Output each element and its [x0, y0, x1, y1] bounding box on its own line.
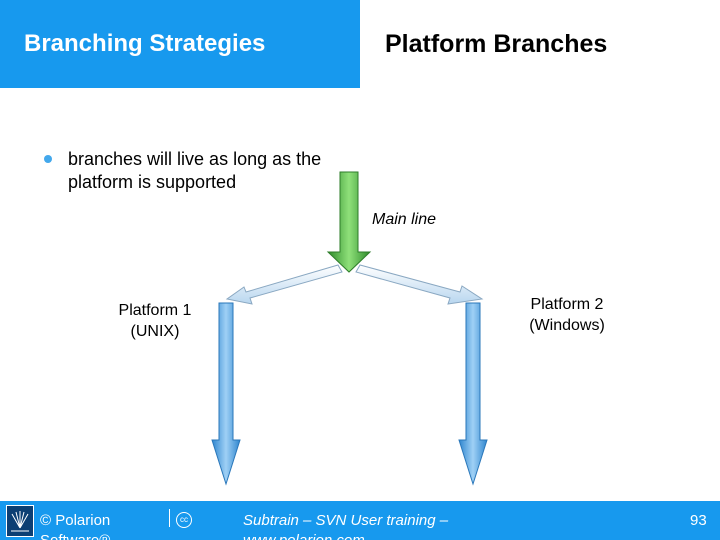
branch-arrow-platform2: [355, 264, 484, 305]
platform2-arrow: [458, 302, 488, 486]
bullet-text: branches will live as long as the platfo…: [68, 149, 322, 192]
slide-title: Platform Branches: [385, 30, 608, 58]
page-number: 93: [690, 512, 707, 529]
footer-bar: © Polarion Software® cc Subtrain – SVN U…: [0, 501, 720, 540]
main-line-arrow: [326, 171, 372, 273]
section-title: Branching Strategies: [24, 30, 266, 57]
bullet-list: branches will live as long as the platfo…: [44, 148, 344, 194]
platform1-label: Platform 1 (UNIX): [118, 302, 192, 340]
header-section-banner: Branching Strategies: [0, 0, 360, 88]
bullet-dot-icon: [44, 155, 52, 163]
platform2-label: Platform 2 (Windows): [529, 296, 605, 334]
footer-course-title: Subtrain – SVN User training – www.polar…: [243, 512, 449, 540]
platform1-arrow: [211, 302, 241, 486]
creative-commons-icon: cc: [176, 512, 192, 528]
branch-arrow-platform1: [225, 264, 343, 305]
footer-copyright: © Polarion Software®: [40, 512, 111, 540]
polarion-logo-icon: [6, 505, 34, 537]
branch-diagram: [211, 171, 488, 486]
main-line-label: Main line: [372, 211, 437, 228]
footer-divider: [169, 509, 170, 527]
